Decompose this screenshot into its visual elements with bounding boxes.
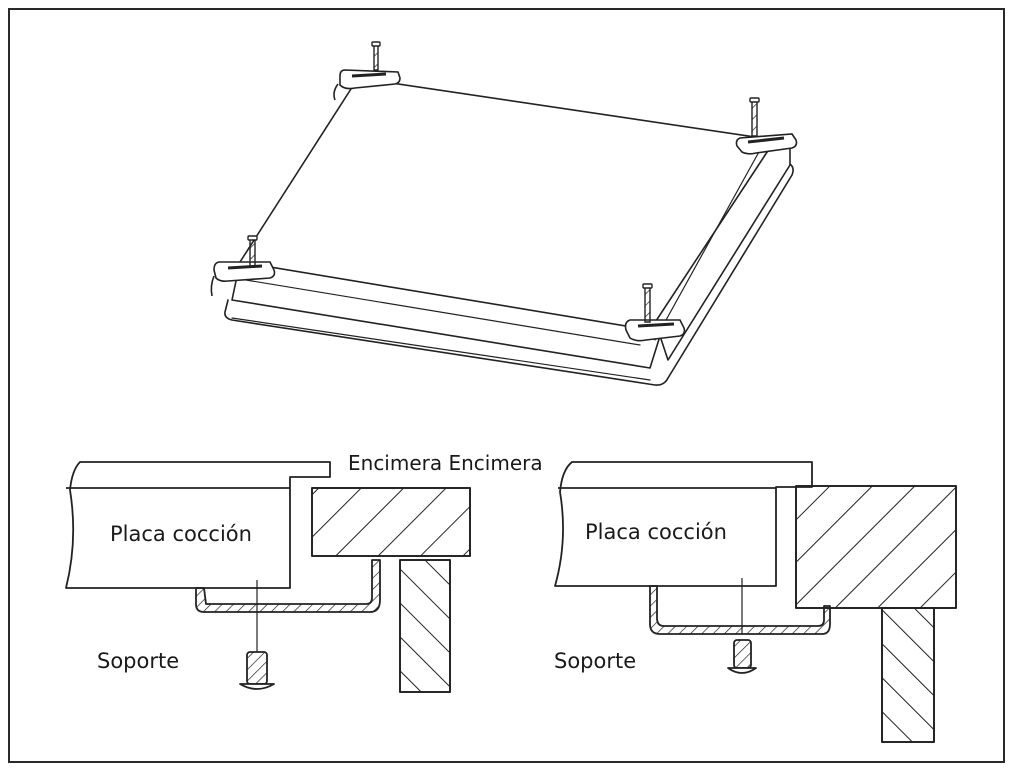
left-hob-label: Placa cocción <box>110 522 252 546</box>
screw-icon <box>239 651 275 690</box>
left-cross-section <box>65 461 471 693</box>
screw-icon <box>749 97 760 137</box>
right-cross-section <box>554 461 957 743</box>
bracket-bottom-left <box>210 261 276 297</box>
screw-icon <box>642 283 653 323</box>
screw-icon <box>727 639 757 674</box>
right-support-label: Soporte <box>554 649 636 673</box>
diagram-frame <box>8 8 1005 763</box>
screw-icon <box>247 235 258 267</box>
hob-perspective <box>224 77 794 386</box>
encimera-label: Encimera Encimera <box>348 451 543 475</box>
screw-icon <box>371 41 381 71</box>
right-hob-label: Placa cocción <box>585 520 727 544</box>
bracket-top-right <box>735 133 798 155</box>
bracket-bottom-right <box>624 319 686 342</box>
left-support-label: Soporte <box>97 649 179 673</box>
bracket-top-left <box>333 69 401 101</box>
